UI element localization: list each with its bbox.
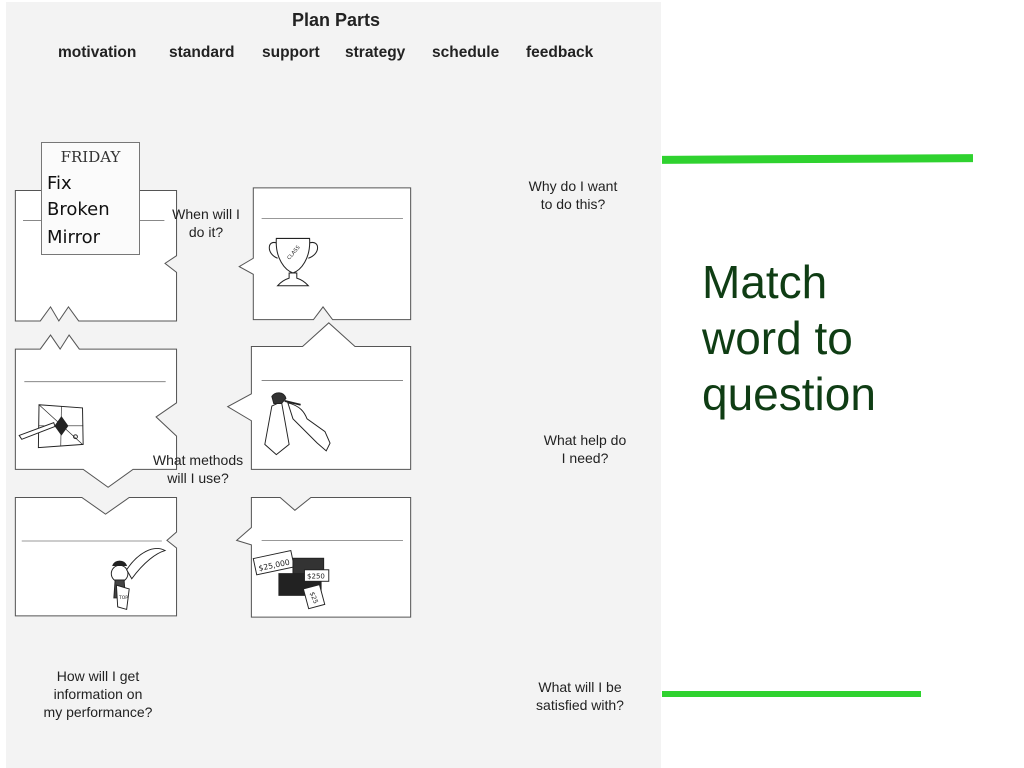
- word-feedback: feedback: [526, 44, 594, 61]
- question-motivation: Why do I want to do this?: [528, 178, 618, 212]
- panel-motivation: [238, 187, 412, 321]
- question-standard: What will I be satisfied with?: [536, 679, 624, 713]
- accent-line-top: [661, 154, 974, 164]
- trophy-icon: CLASS: [268, 237, 319, 287]
- question-support: What help do I need?: [543, 432, 627, 466]
- money-mid-text: $250: [307, 572, 325, 581]
- slide-title-line-1: Match: [702, 256, 828, 308]
- slide-title-line-3: question: [702, 368, 876, 420]
- word-motivation: motivation: [58, 44, 137, 61]
- panel-strategy: [14, 334, 178, 488]
- note-line-2: Broken: [47, 199, 110, 220]
- panel-support: [226, 322, 412, 470]
- worksheet-panels: CLASS TOP $25,000 $250 $25: [14, 187, 412, 618]
- note-line-1: Fix: [47, 173, 72, 194]
- worksheet-title: Plan Parts: [291, 10, 381, 30]
- question-feedback: How will I get information on my perform…: [43, 668, 153, 720]
- question-schedule: When will I do it?: [172, 206, 240, 240]
- word-standard: standard: [169, 44, 235, 61]
- money-icon: $25,000 $250 $25: [252, 550, 330, 610]
- helping-hands-icon: [264, 392, 331, 456]
- note-card: FRIDAY Fix Broken Mirror: [41, 142, 140, 255]
- methods-illustration-icon: [18, 404, 84, 449]
- word-schedule: schedule: [432, 44, 500, 61]
- word-strategy: strategy: [345, 44, 406, 61]
- note-line-3: Mirror: [47, 227, 101, 248]
- accent-line-bottom: [662, 691, 921, 697]
- slide-title-line-2: word to: [702, 312, 853, 364]
- flag-text: TOP: [118, 595, 128, 601]
- money-small-text: $25: [308, 591, 320, 605]
- panel-feedback: [14, 496, 178, 617]
- question-strategy: What methods will I use?: [152, 452, 244, 486]
- note-day: FRIDAY: [60, 148, 121, 166]
- coach-cheering-icon: TOP: [110, 548, 167, 611]
- slide-title: Match word to question: [702, 254, 876, 422]
- word-support: support: [262, 44, 320, 61]
